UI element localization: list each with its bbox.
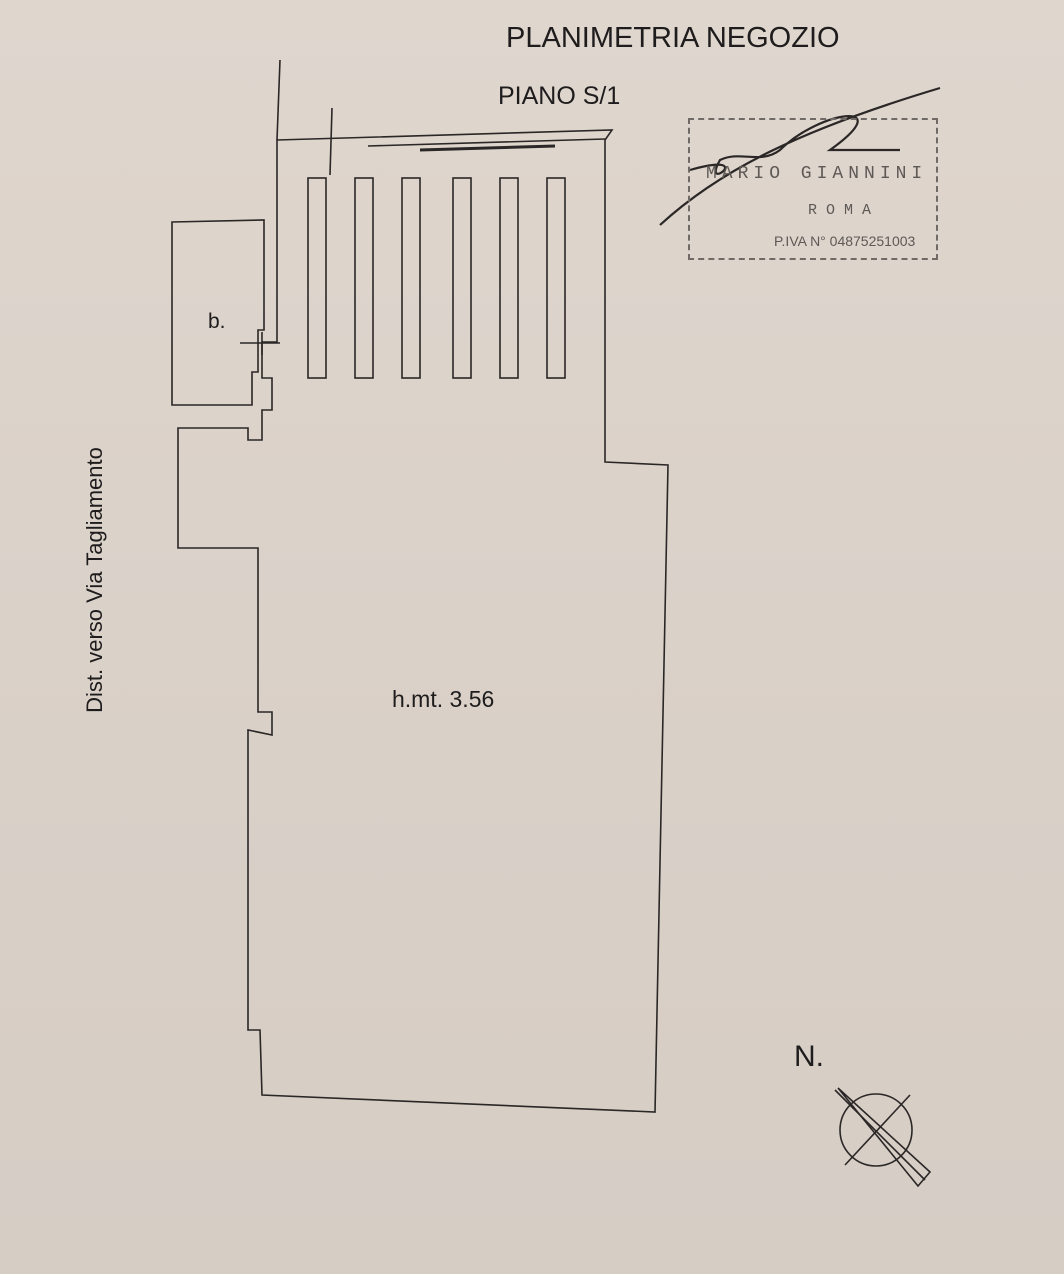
window xyxy=(419,144,556,152)
shelf xyxy=(354,177,374,379)
shop-outline xyxy=(177,129,669,1113)
shelf xyxy=(307,177,327,379)
architect-stamp: MARIO GIANNINI ROMA P.IVA N° 04875251003 xyxy=(688,118,938,260)
boundary-line xyxy=(329,107,333,176)
room-b-label: b. xyxy=(208,310,226,333)
stamp-vat: P.IVA N° 04875251003 xyxy=(774,233,916,249)
shelves xyxy=(307,177,566,379)
street-direction-label: Dist. verso Via Tagliamento xyxy=(82,447,107,713)
shelf xyxy=(452,177,472,379)
north-label: N. xyxy=(794,1040,824,1073)
floor-label: PIANO S/1 xyxy=(498,82,621,110)
shelf xyxy=(546,177,566,379)
shelf xyxy=(401,177,421,379)
room-b-outline xyxy=(171,219,265,406)
plan-title: PLANIMETRIA NEGOZIO xyxy=(506,22,840,54)
stamp-city: ROMA xyxy=(808,202,881,219)
window xyxy=(367,138,606,147)
boundary-line xyxy=(276,59,281,141)
compass-icon xyxy=(834,1087,932,1188)
stamp-name: MARIO GIANNINI xyxy=(706,164,928,184)
ceiling-height-label: h.mt. 3.56 xyxy=(392,686,495,712)
shelf xyxy=(499,177,519,379)
signature xyxy=(659,86,941,226)
